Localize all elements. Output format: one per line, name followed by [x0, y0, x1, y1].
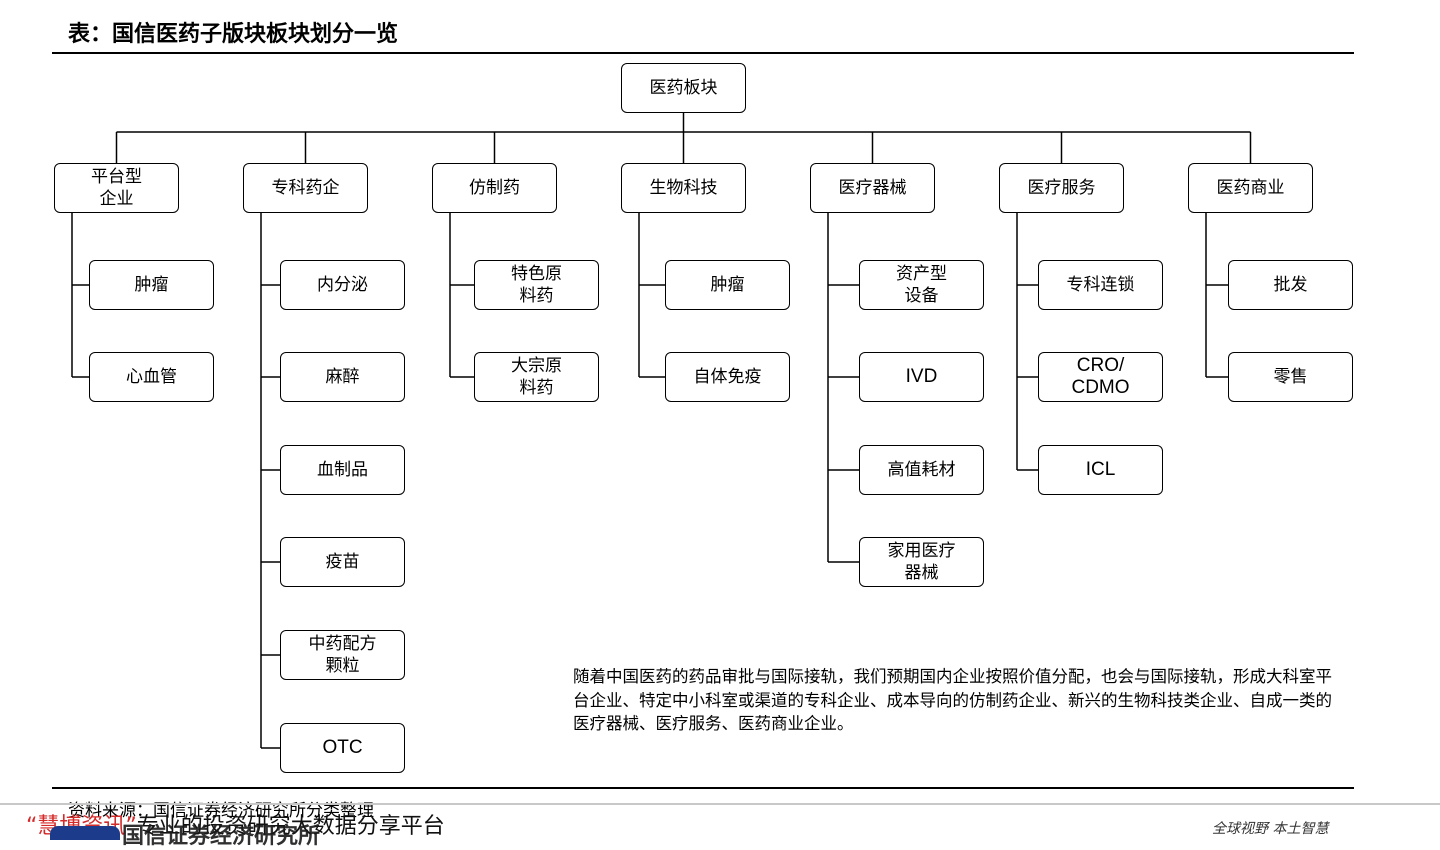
sub-node-4-2: 高值耗材: [859, 445, 984, 495]
sub-node-1-1: 麻醉: [280, 352, 405, 402]
sub-node-5-1-label: CRO/ CDMO: [1071, 355, 1130, 398]
source-note: 资料来源：国信证券经济研究所分类整理: [68, 801, 374, 821]
sub-node-4-3-label: 家用医疗 器械: [887, 541, 956, 583]
category-node-0-label: 平台型 企业: [91, 167, 142, 209]
footer-slogan: 全球视野 本土智慧: [1212, 821, 1329, 837]
sub-node-6-0: 批发: [1228, 260, 1353, 310]
category-node-1: 专科药企: [243, 163, 368, 213]
sub-node-1-1-label: 麻醉: [325, 367, 360, 387]
watermark-text: 专业的投资研究大数据分享平台: [136, 814, 445, 839]
sub-node-5-0: 专科连锁: [1038, 260, 1163, 310]
watermark: “慧博资讯”专业的投资研究大数据分享平台: [26, 808, 445, 840]
category-node-4: 医疗器械: [810, 163, 935, 213]
sub-node-1-5-label: OTC: [322, 737, 363, 758]
sub-node-4-1: IVD: [859, 352, 984, 402]
root-node-label: 医药板块: [649, 78, 718, 98]
category-node-3: 生物科技: [621, 163, 746, 213]
sub-node-5-1: CRO/ CDMO: [1038, 352, 1163, 402]
category-node-5: 医疗服务: [999, 163, 1124, 213]
category-node-6: 医药商业: [1188, 163, 1313, 213]
sub-node-6-1-label: 零售: [1273, 367, 1308, 387]
category-node-2: 仿制药: [432, 163, 557, 213]
sub-node-4-3: 家用医疗 器械: [859, 537, 984, 587]
sub-node-4-0-label: 资产型 设备: [896, 264, 947, 306]
sub-node-2-1: 大宗原 料药: [474, 352, 599, 402]
sub-node-1-5: OTC: [280, 723, 405, 773]
sub-node-0-1: 心血管: [89, 352, 214, 402]
footer-org-name: 国信证券经济研究所: [122, 824, 321, 849]
sub-node-1-3-label: 疫苗: [325, 552, 360, 572]
logo-icon: [50, 826, 120, 840]
sub-node-5-2-label: ICL: [1085, 459, 1116, 480]
sub-node-1-3: 疫苗: [280, 537, 405, 587]
category-node-4-label: 医疗器械: [838, 178, 907, 198]
sub-node-1-4: 中药配方 颗粒: [280, 630, 405, 680]
sub-node-6-0-label: 批发: [1273, 275, 1308, 295]
title-underline: [52, 52, 1354, 54]
sub-node-2-1-label: 大宗原 料药: [511, 356, 562, 398]
category-node-0: 平台型 企业: [54, 163, 179, 213]
sub-node-4-0: 资产型 设备: [859, 260, 984, 310]
sub-node-6-1: 零售: [1228, 352, 1353, 402]
description-text: 随着中国医药的药品审批与国际接轨，我们预期国内企业按照价值分配，也会与国际接轨，…: [573, 667, 1332, 733]
category-node-5-label: 医疗服务: [1027, 178, 1096, 198]
sub-node-1-0: 内分泌: [280, 260, 405, 310]
category-node-3-label: 生物科技: [649, 178, 718, 198]
sub-node-5-2: ICL: [1038, 445, 1163, 495]
sub-node-1-0-label: 内分泌: [317, 275, 368, 295]
sub-node-0-1-label: 心血管: [126, 367, 177, 387]
sub-node-4-1-label: IVD: [905, 366, 938, 387]
page-title: 表：国信医药子版块板块划分一览: [68, 22, 399, 47]
sub-node-3-1: 自体免疫: [665, 352, 790, 402]
category-node-1-label: 专科药企: [271, 178, 340, 198]
watermark-divider: [0, 803, 1440, 805]
sub-node-4-2-label: 高值耗材: [887, 460, 956, 480]
source-divider: [52, 787, 1354, 789]
root-node: 医药板块: [621, 63, 746, 113]
sub-node-5-0-label: 专科连锁: [1066, 275, 1135, 295]
sub-node-3-0-label: 肿瘤: [710, 275, 745, 295]
sub-node-1-2: 血制品: [280, 445, 405, 495]
sub-node-1-4-label: 中药配方 颗粒: [308, 634, 377, 676]
category-node-2-label: 仿制药: [469, 178, 520, 198]
sub-node-1-2-label: 血制品: [317, 460, 368, 480]
category-node-6-label: 医药商业: [1216, 178, 1285, 198]
sub-node-0-0-label: 肿瘤: [134, 275, 169, 295]
sub-node-3-1-label: 自体免疫: [693, 367, 762, 387]
sub-node-0-0: 肿瘤: [89, 260, 214, 310]
sub-node-2-0-label: 特色原 料药: [511, 264, 562, 306]
sub-node-3-0: 肿瘤: [665, 260, 790, 310]
sub-node-2-0: 特色原 料药: [474, 260, 599, 310]
